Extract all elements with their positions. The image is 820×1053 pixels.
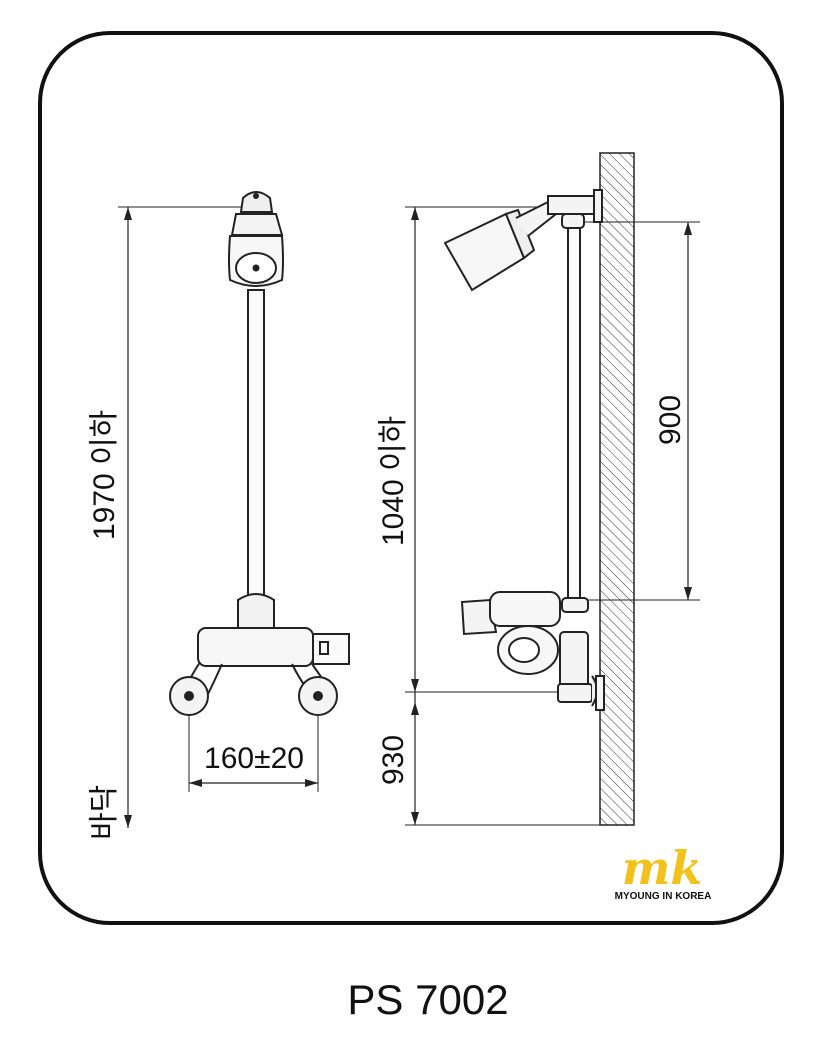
floor-label: 바닥 <box>88 785 121 840</box>
mixer-valve-side <box>460 591 605 711</box>
brand-logo-mark: mk <box>622 841 703 895</box>
brand-logo-text: MYOUNG IN KOREA <box>615 891 712 902</box>
mount-height-label: 930 <box>377 735 410 785</box>
wall-section <box>599 152 635 826</box>
drawing-frame <box>38 31 784 925</box>
front-height-arrow-top <box>124 207 132 220</box>
model-name: PS 7002 <box>347 976 508 1023</box>
mixer-valve-front <box>169 593 350 716</box>
side-view <box>405 152 700 826</box>
front-total-height-label: 1970 이하 <box>88 410 121 540</box>
inlet-spacing-label: 160±20 <box>204 742 304 775</box>
brand-logo: mk MYOUNG IN KOREA <box>615 841 712 902</box>
slide-bar-side <box>567 227 581 601</box>
shower-head-side <box>443 189 603 292</box>
slide-bar-front <box>247 289 265 596</box>
bar-span-label: 900 <box>654 395 687 445</box>
shower-head-front <box>228 191 284 287</box>
front-view <box>118 191 350 828</box>
side-height-label: 1040 이하 <box>377 416 410 546</box>
front-height-arrow-bottom <box>124 815 132 828</box>
